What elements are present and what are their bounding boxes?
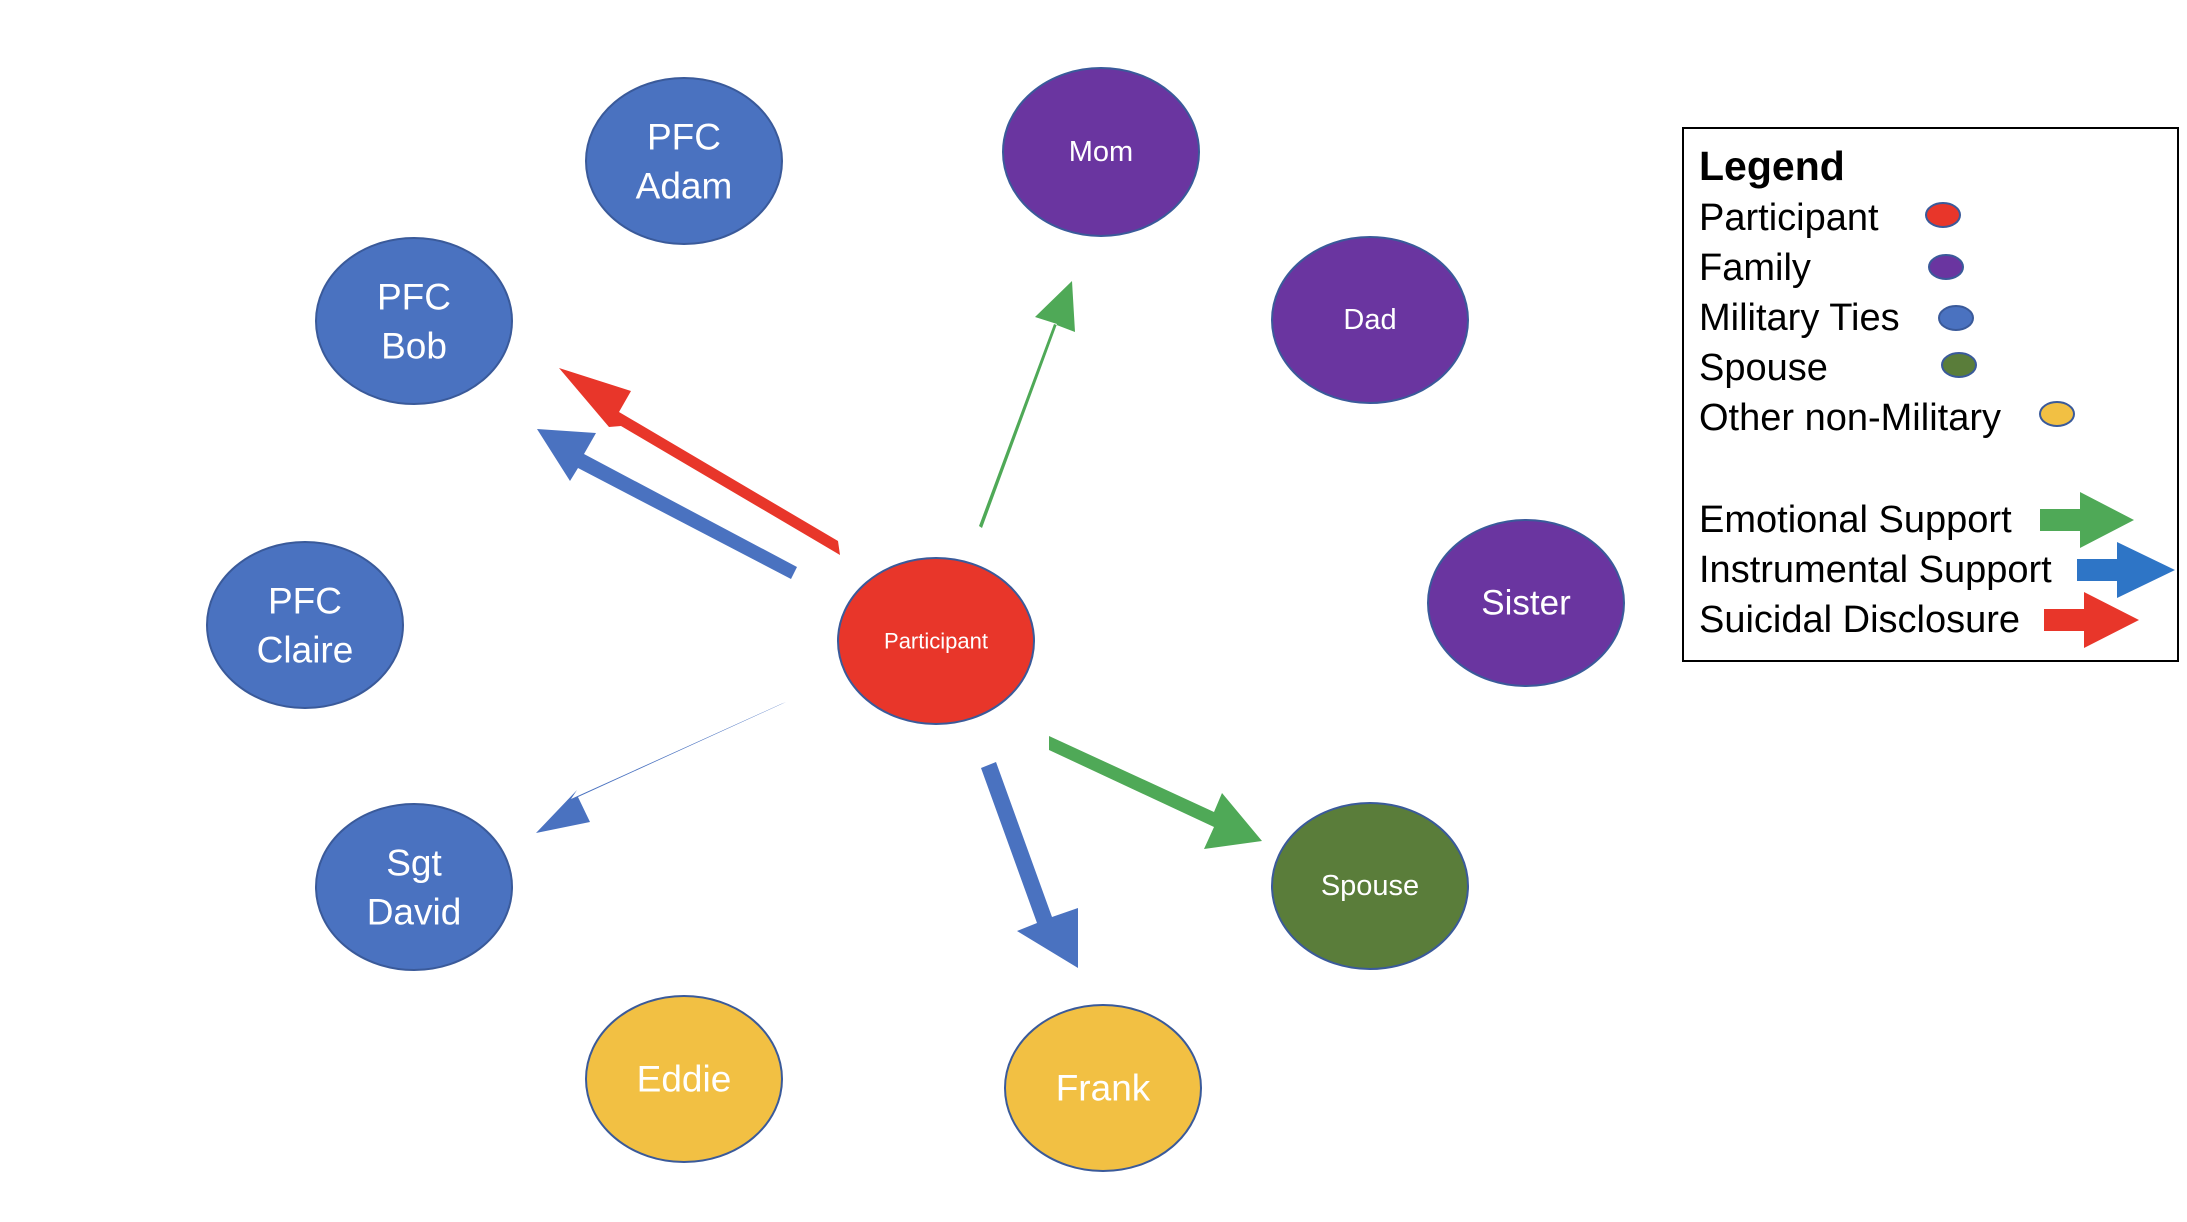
legend-arrow-instrumental-support (2077, 542, 2175, 598)
legend-swatch-family (1928, 254, 1964, 280)
pfc-bob-node: PFC Bob (315, 237, 513, 405)
legend-swatch-spouse (1941, 352, 1977, 378)
legend-title: Legend (1699, 143, 1845, 189)
sgt-david-node-name: David (367, 892, 462, 933)
sister-node-label: Sister (1481, 584, 1571, 623)
pfc-bob-node-rank: PFC (377, 277, 451, 318)
arrow-instrumental-support-to-david (536, 702, 786, 833)
pfc-bob-node-name: Bob (381, 326, 447, 367)
legend-label-spouse: Spouse (1699, 347, 1828, 389)
dad-node: Dad (1271, 236, 1469, 404)
legend-label-suicidal-disclosure: Suicidal Disclosure (1699, 599, 2020, 641)
legend-swatch-other-non-military (2039, 401, 2075, 427)
eddie-node: Eddie (585, 995, 783, 1163)
sgt-david-node-rank: Sgt (386, 843, 442, 884)
arrow-emotional-support-to-spouse (1049, 736, 1262, 849)
arrow-emotional-support-to-mom (979, 281, 1075, 528)
legend-label-emotional-support: Emotional Support (1699, 499, 2012, 541)
sister-node: Sister (1427, 519, 1625, 687)
arrow-suicidal-disclosure-to-bob (559, 368, 840, 555)
pfc-adam-node-rank: PFC (647, 117, 721, 158)
participant-node: Participant (837, 557, 1035, 725)
legend-label-family: Family (1699, 247, 1811, 289)
legend-label-military-ties: Military Ties (1699, 297, 1900, 339)
pfc-adam-node: PFC Adam (585, 77, 783, 245)
participant-node-label: Participant (884, 629, 988, 654)
dad-node-label: Dad (1343, 304, 1396, 336)
legend-label-other-non-military: Other non-Military (1699, 397, 2001, 439)
spouse-node: Spouse (1271, 802, 1469, 970)
pfc-adam-node-name: Adam (636, 166, 733, 207)
pfc-claire-node-rank: PFC (268, 581, 342, 622)
arrow-instrumental-support-to-frank (981, 762, 1078, 968)
pfc-claire-node: PFC Claire (206, 541, 404, 709)
legend-swatch-military-ties (1938, 305, 1974, 331)
sgt-david-node: Sgt David (315, 803, 513, 971)
eddie-node-label: Eddie (637, 1059, 732, 1100)
legend-label-instrumental-support: Instrumental Support (1699, 549, 2052, 591)
legend: Legend Participant Family Military Ties … (1682, 127, 2179, 662)
frank-node-label: Frank (1056, 1068, 1151, 1109)
legend-label-participant: Participant (1699, 197, 1879, 239)
mom-node-label: Mom (1069, 136, 1133, 168)
legend-swatch-participant (1925, 202, 1961, 228)
legend-arrow-suicidal-disclosure (2044, 592, 2139, 648)
spouse-node-label: Spouse (1321, 870, 1419, 902)
arrow-instrumental-support-to-bob (537, 429, 797, 579)
legend-arrow-emotional-support (2040, 492, 2134, 548)
frank-node: Frank (1004, 1004, 1202, 1172)
mom-node: Mom (1002, 67, 1200, 237)
pfc-claire-node-name: Claire (257, 630, 354, 671)
